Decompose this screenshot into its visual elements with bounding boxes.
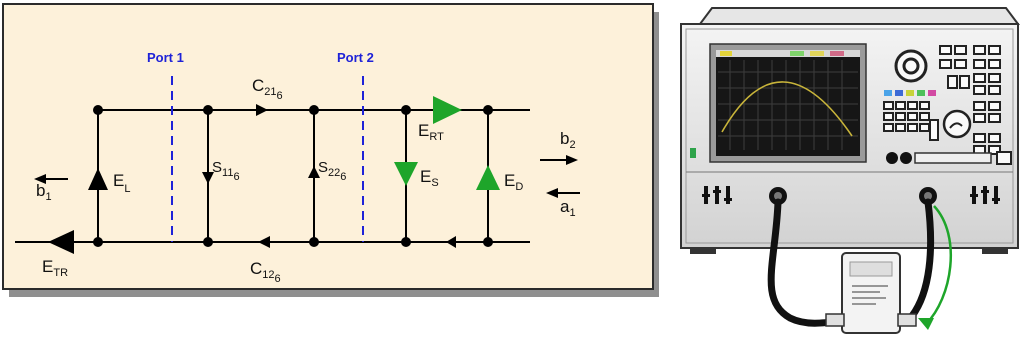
c12-arrow xyxy=(258,236,270,248)
return-arrow xyxy=(446,236,456,248)
b2-arrow xyxy=(540,155,578,165)
el-arrow xyxy=(88,168,108,190)
port2-connector xyxy=(919,187,937,205)
b1-label: b1 xyxy=(36,181,52,203)
es-label: ES xyxy=(420,167,439,189)
cal-path-arrow xyxy=(925,205,953,325)
error-model-panel: Port 1 Port 2 xyxy=(2,3,659,297)
a1-arrow xyxy=(546,188,580,198)
ed-label: ED xyxy=(504,171,523,193)
ert-arrow xyxy=(433,96,462,124)
s11-label: S116 xyxy=(212,159,240,183)
analyzer-controls xyxy=(883,45,1012,165)
etr-label: ETR xyxy=(42,257,68,279)
port2-label: Port 2 xyxy=(337,50,374,65)
ed-arrow xyxy=(476,165,500,190)
right-port-glyphs xyxy=(970,186,1000,204)
s22-label: S226 xyxy=(318,159,346,183)
network-analyzer-icon xyxy=(680,7,1020,254)
c12-label: C126 xyxy=(250,259,281,285)
es-arrow xyxy=(394,162,418,186)
port1-label: Port 1 xyxy=(147,50,184,65)
left-port-glyphs xyxy=(702,186,732,204)
analyzer-screen xyxy=(709,43,867,163)
b2-label: b2 xyxy=(560,129,576,151)
c21-label: C216 xyxy=(252,76,283,102)
el-label: EL xyxy=(113,171,130,195)
port1-connector xyxy=(769,187,787,205)
b1-arrow xyxy=(34,174,68,184)
s22-arrow xyxy=(308,166,320,178)
ert-label: ERT xyxy=(418,121,444,143)
a1-label: a1 xyxy=(560,197,576,219)
c21-arrow xyxy=(256,104,268,116)
nodes xyxy=(93,105,493,247)
ecal-module-icon xyxy=(825,252,917,334)
disk-slot xyxy=(914,152,992,164)
etr-arrow xyxy=(48,230,74,254)
s11-arrow xyxy=(202,172,214,184)
screen-trace xyxy=(721,81,853,137)
